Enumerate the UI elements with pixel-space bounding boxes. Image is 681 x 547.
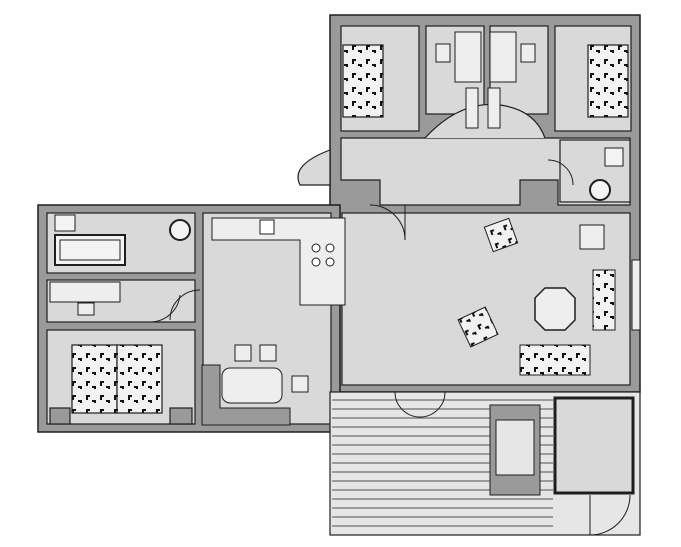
dresser bbox=[49, 281, 121, 303]
storage-shed bbox=[553, 396, 635, 495]
armchair-icon bbox=[457, 217, 519, 348]
sink-icon bbox=[259, 219, 275, 235]
door-swing-icon bbox=[149, 159, 631, 536]
bed-icon bbox=[49, 44, 629, 425]
stove-icon bbox=[311, 243, 335, 267]
dining-table-icon bbox=[221, 367, 283, 404]
side-table bbox=[579, 224, 605, 250]
sink-icon bbox=[604, 147, 624, 167]
coffee-table-icon bbox=[534, 287, 576, 331]
dining-bench bbox=[201, 364, 291, 426]
sofa-icon bbox=[519, 269, 616, 376]
entry-vestibule bbox=[297, 149, 331, 186]
toilet-icon bbox=[54, 214, 76, 232]
chair-icon bbox=[234, 344, 309, 393]
kitchen-counter bbox=[211, 217, 346, 306]
window-bay bbox=[631, 259, 641, 331]
sink-icon bbox=[169, 219, 191, 241]
desk-chairs bbox=[435, 31, 536, 129]
deck-table bbox=[495, 419, 535, 476]
terrace-deck bbox=[329, 391, 641, 536]
toilet-icon bbox=[589, 179, 611, 201]
